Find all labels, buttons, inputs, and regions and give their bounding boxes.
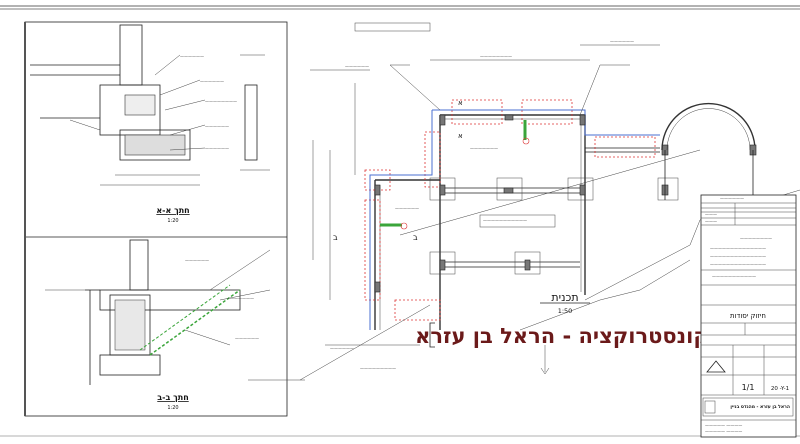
svg-text:——————: —————— — [720, 196, 744, 201]
section-panels — [24, 21, 288, 417]
svg-text:——————: —————— — [180, 54, 204, 59]
svg-text:——————: —————— — [185, 258, 209, 263]
svg-text:——————: —————— — [200, 79, 224, 84]
plan-scale: 1:50 — [558, 307, 573, 315]
section-a-drawing: —————— —————— ———————— —————— —————— — [30, 24, 270, 186]
svg-text:——————————————: —————————————— — [710, 246, 766, 251]
svg-text:————— ————: ————— ———— — [705, 429, 742, 434]
svg-text:———————————: ——————————— — [712, 274, 756, 279]
section-a-scale: 1:20 — [167, 218, 178, 224]
svg-text:——————: —————— — [395, 206, 419, 211]
section-b-scale: 1:20 — [167, 405, 178, 411]
svg-text:——————: —————— — [230, 296, 254, 301]
title-block: —————— ——— ——— ———————— —————————————— —… — [700, 194, 797, 438]
svg-text:———: ——— — [705, 212, 717, 217]
svg-text:—————————: ————————— — [360, 366, 396, 371]
plan-title: תכנית — [551, 291, 578, 304]
svg-text:———————: ——————— — [470, 146, 498, 151]
plan-axis-label-top: א — [458, 132, 463, 140]
svg-text:——————: —————— — [235, 336, 259, 341]
svg-text:————————: ———————— — [205, 99, 237, 104]
svg-text:——————: —————— — [610, 39, 634, 44]
section-b-drawing: —————— —————— —————— — [45, 239, 305, 385]
title-banner: קונסטרוקציה - הראל בן עזרא — [415, 324, 709, 348]
svg-text:———————————: ——————————— — [483, 218, 527, 223]
plan-axis-label-top: א — [458, 99, 463, 107]
svg-text:——————————————: —————————————— — [710, 262, 766, 267]
svg-text:——————————————: —————————————— — [710, 254, 766, 259]
office-name: הראל בן עזרא - מהנדס בניין — [730, 405, 790, 410]
section-b-title: חתך ב-ב — [157, 393, 188, 402]
svg-text:————————: ———————— — [740, 236, 772, 241]
plan-axis-label: ב — [413, 233, 418, 242]
drawing-number: 20 -Y-1 — [771, 386, 789, 392]
project-name: חיזוק יסודות — [730, 312, 766, 320]
svg-text:——————: —————— — [205, 146, 229, 151]
svg-text:——————: —————— — [345, 64, 369, 69]
section-a-title: חתך א-א — [156, 206, 189, 215]
sheet-frame — [0, 5, 800, 437]
svg-text:——————: —————— — [205, 124, 229, 129]
sheet-number: 1/1 — [742, 383, 755, 392]
svg-text:————————: ———————— — [480, 54, 512, 59]
svg-text:———: ——— — [705, 219, 717, 224]
plan-axis-label: ב — [333, 233, 338, 242]
svg-text:——————: —————— — [330, 346, 354, 351]
svg-text:————— ————: ————— ———— — [705, 423, 742, 428]
